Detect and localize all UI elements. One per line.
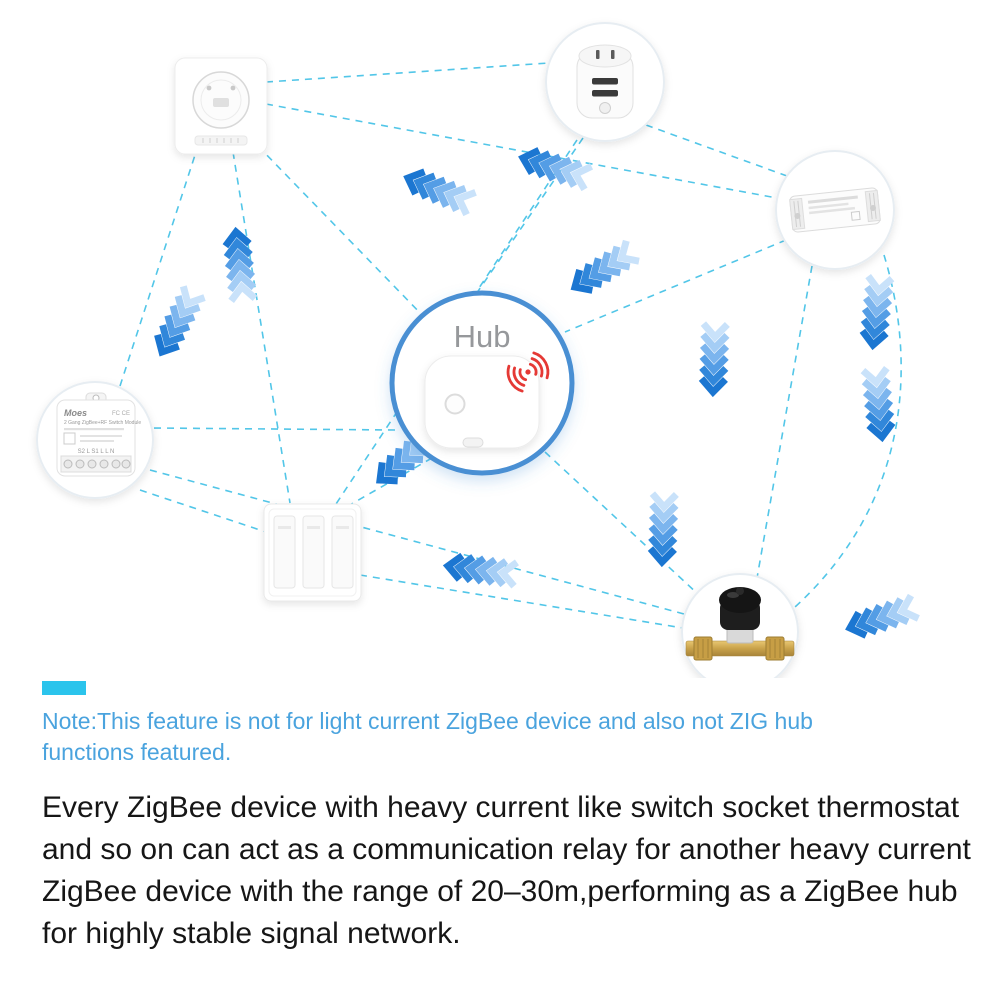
hub-button <box>444 393 466 415</box>
terminal-labels: S2 L S1 L L N <box>78 449 115 455</box>
usb-port <box>592 78 618 85</box>
zigbee-mesh-diagram: Hub Moes FC CE 2 Gang ZigBee+RF Switch M… <box>36 22 1001 691</box>
usb-port <box>592 90 618 97</box>
plug-socket-face <box>578 44 632 68</box>
accent-bar <box>42 681 86 695</box>
caption-section: Note:This feature is not for light curre… <box>42 681 985 955</box>
thermostat-display <box>213 98 229 107</box>
hub-device <box>424 355 540 449</box>
signal-waves-icon <box>506 351 550 393</box>
module-brand: Moes <box>64 408 87 418</box>
switch-module-node: Moes FC CE 2 Gang ZigBee+RF Switch Modul… <box>36 381 154 499</box>
smart-plug-node <box>545 22 665 142</box>
fcc-ce-marks: FC CE <box>112 411 130 417</box>
note-text: Note:This feature is not for light curre… <box>42 708 813 765</box>
arrow-group <box>569 241 639 297</box>
hub-label: Hub <box>454 319 511 354</box>
arrow-group <box>151 286 204 357</box>
arrow-group <box>846 596 918 640</box>
arrow-group <box>447 554 517 586</box>
arrow-group <box>701 324 727 393</box>
light-controller-node <box>775 150 895 270</box>
module-title: 2 Gang ZigBee+RF Switch Module <box>64 420 141 426</box>
hub-usb-port <box>462 437 484 448</box>
gas-valve-node <box>681 573 799 691</box>
arrow-group <box>224 231 255 301</box>
wall-switch-node <box>263 503 362 602</box>
description-text: Every ZigBee device with heavy current l… <box>42 791 971 951</box>
arrow-group <box>863 368 894 438</box>
hub-node: Hub <box>389 290 575 476</box>
switch-rockers <box>273 515 354 589</box>
qr-code <box>63 432 76 445</box>
plug-button <box>599 102 611 114</box>
arrow-group <box>519 147 591 190</box>
thermostat-node <box>174 57 268 155</box>
arrow-group <box>650 494 676 563</box>
arrow-group <box>404 167 476 215</box>
controller-module <box>789 187 881 233</box>
arrow-group <box>861 276 892 346</box>
